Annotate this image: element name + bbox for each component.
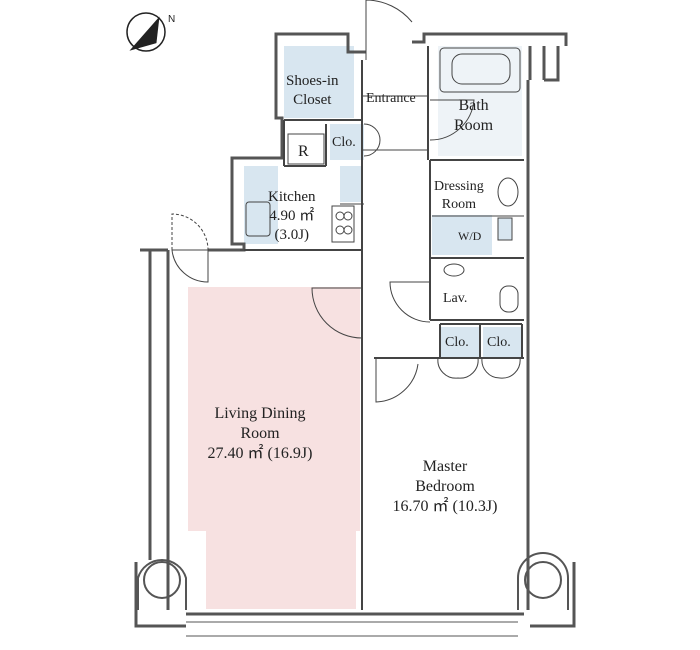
stove — [331, 205, 355, 243]
bathtub — [439, 47, 521, 93]
closet-bed-fill-1 — [441, 327, 479, 357]
lavatory-label: Lav. — [443, 291, 468, 306]
closet-door-1 — [437, 357, 479, 379]
living-dining-label: Living Dining Room 27.40 ㎡ (16.9J) — [207, 405, 313, 462]
living-door — [311, 287, 363, 339]
closet-bed-fill-2 — [483, 327, 521, 357]
entrance-door — [365, 0, 413, 60]
shoes-in-closet-label: Shoes-in Closet — [286, 73, 339, 108]
bedroom-door — [375, 358, 419, 403]
closet-entry-label: Clo. — [332, 135, 356, 150]
master-bedroom-label: Master Bedroom 16.70 ㎡ (10.3J) — [392, 458, 498, 515]
dressing-fill — [432, 215, 492, 255]
kitchen-label: Kitchen 4.90 ㎡ (3.0J) — [268, 189, 316, 243]
refrigerator-label: R — [298, 143, 309, 160]
entrance-label: Entrance — [366, 91, 416, 106]
refrigerator-box — [287, 133, 325, 165]
walls — [134, 32, 576, 628]
washer-dryer-label: W/D — [458, 229, 482, 243]
compass-icon: N — [126, 12, 175, 52]
closet-bedroom-1-label: Clo. — [445, 335, 469, 350]
bath-room-label: Bath Room — [454, 97, 494, 134]
kitchen-wet-fill — [244, 166, 278, 244]
doors — [171, 0, 521, 403]
closet-entry-door — [363, 123, 381, 157]
dressing-room-label: Dressing Room — [434, 179, 484, 212]
toilet — [499, 285, 519, 313]
washbasin — [497, 177, 519, 207]
shoes-closet-fill — [284, 46, 354, 118]
bath-door — [429, 99, 475, 141]
lav-door — [389, 281, 431, 323]
partitions — [240, 46, 524, 610]
closet-door-2 — [481, 357, 521, 379]
balcony — [137, 552, 569, 637]
fixtures — [245, 47, 521, 313]
closet-bedroom-2-label: Clo. — [487, 335, 511, 350]
sink-counter — [245, 201, 271, 237]
svg-text:N: N — [168, 14, 175, 25]
closet-entry-fill — [330, 124, 364, 160]
